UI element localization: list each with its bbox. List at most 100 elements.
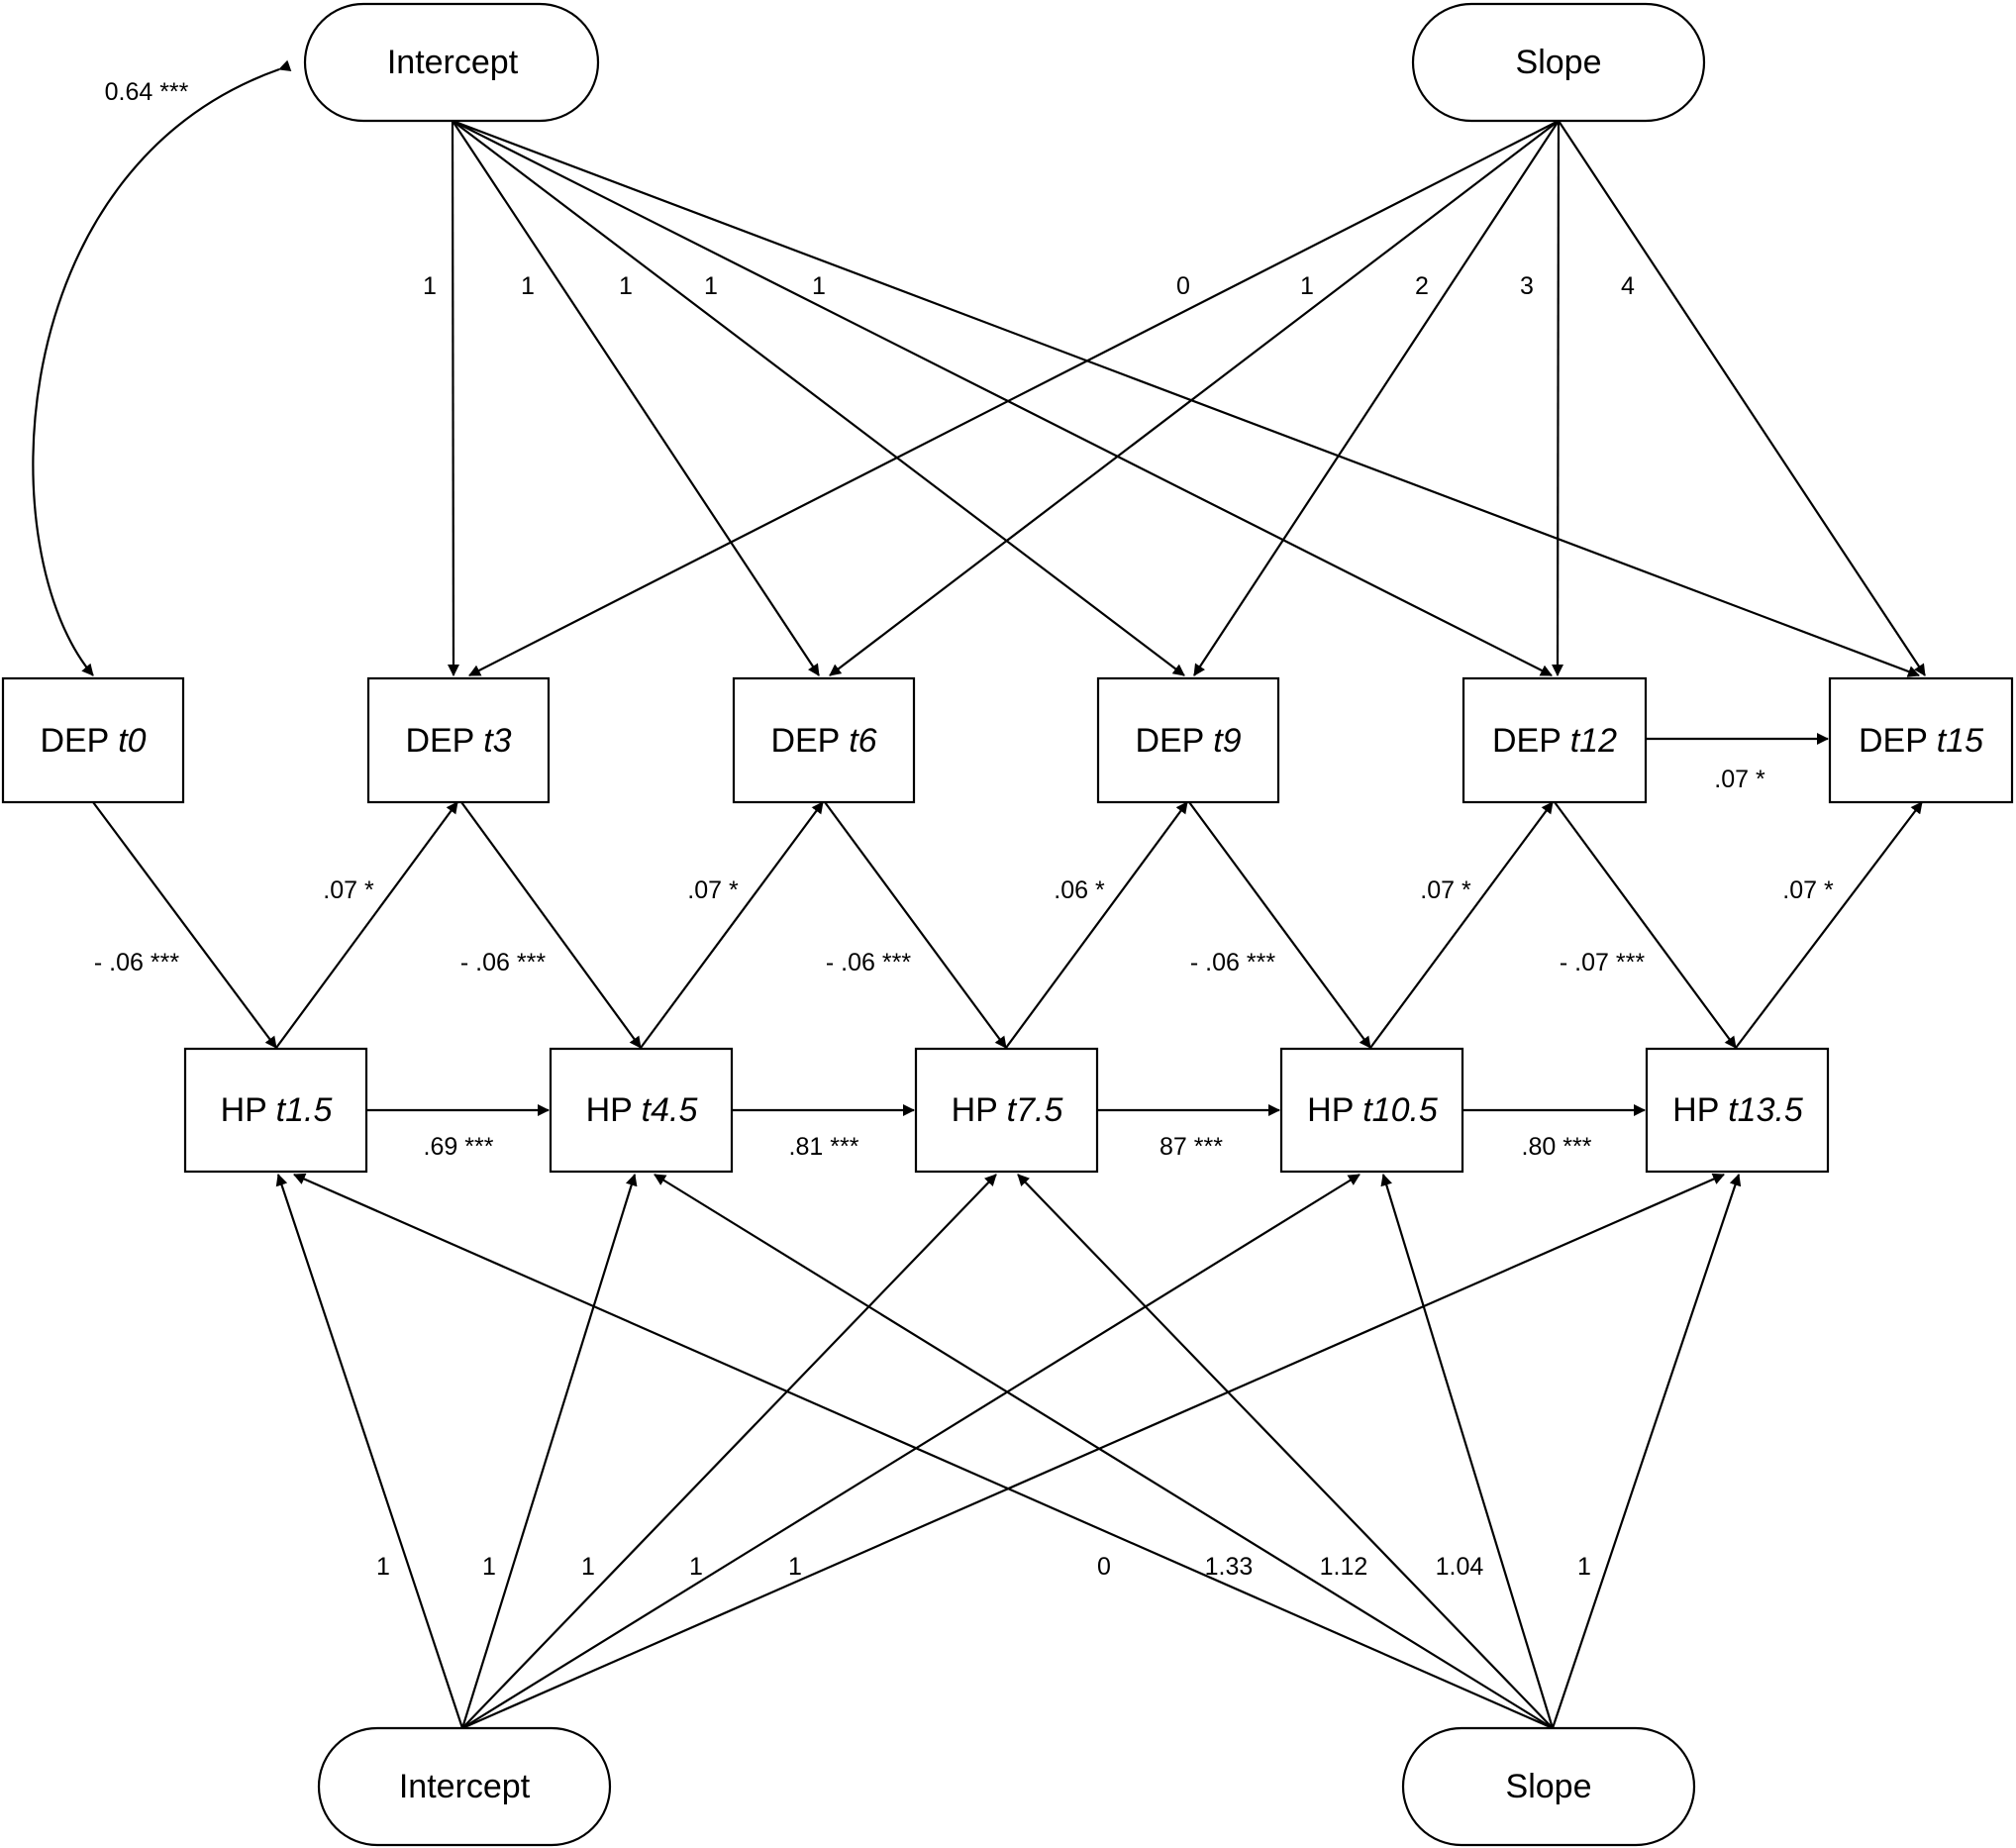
dep-to-hp-path-4 <box>1188 801 1371 1049</box>
hp-node-prefix: HP <box>952 1091 998 1129</box>
hp-to-dep-path-3 <box>1005 801 1188 1049</box>
dep-slope-loading: 1 <box>1300 272 1314 300</box>
dep-slope-label: Slope <box>1516 44 1602 81</box>
dep-slope-path-t6 <box>829 120 1560 676</box>
dep-to-hp-path-1 <box>92 801 277 1049</box>
dep-slope-loading: 4 <box>1621 272 1635 300</box>
hp-node-time: t4.5 <box>642 1091 698 1129</box>
dep-slope-path-t9 <box>1193 120 1560 676</box>
hp-intercept-loading: 1 <box>482 1553 496 1581</box>
hp-intercept-path-1 <box>275 1174 464 1729</box>
svg-text:DEP t15: DEP t15 <box>1859 722 1983 760</box>
dep-intercept-loading: 1 <box>423 272 437 300</box>
svg-text:DEP t6: DEP t6 <box>770 722 876 760</box>
hp-intercept-path-2 <box>460 1174 638 1729</box>
hp-slope-path-5 <box>1551 1174 1742 1729</box>
hp-observed-nodes: HP t1.5 HP t4.5 HP t7.5 HP t10.5 HP t13.… <box>183 1047 1830 1174</box>
covariance-label: 0.64 *** <box>105 78 189 106</box>
paths-layer <box>32 59 1926 1730</box>
dep-node-time: t15 <box>1937 722 1983 760</box>
dep-node-time: t12 <box>1570 722 1617 760</box>
hp-node-time: t1.5 <box>276 1091 333 1129</box>
hp-slope-path-4 <box>1380 1174 1555 1729</box>
dep-slope-loading: 2 <box>1415 272 1429 300</box>
hp-node-t13-5: HP t13.5 <box>1645 1047 1830 1174</box>
hp-slope-path-1 <box>293 1173 1554 1730</box>
svg-text:HP t7.5: HP t7.5 <box>952 1091 1063 1129</box>
dep-intercept-loading: 1 <box>521 272 535 300</box>
svg-text:DEP t3: DEP t3 <box>405 722 511 760</box>
dep-slope-path-t15 <box>1558 120 1926 676</box>
hp-to-dep-path-1 <box>275 801 458 1049</box>
hp-node-t7-5: HP t7.5 <box>914 1047 1099 1174</box>
hp-node-prefix: HP <box>1672 1091 1719 1129</box>
hp-ar-label: .80 *** <box>1522 1133 1592 1161</box>
dep-node-t9: DEP t9 <box>1096 676 1280 804</box>
hp-slope-loading: 1 <box>1577 1553 1591 1581</box>
dep-node-t3: DEP t3 <box>366 676 551 804</box>
svg-text:HP t1.5: HP t1.5 <box>221 1091 333 1129</box>
hp-slope-loading: 0 <box>1097 1553 1111 1581</box>
dep-intercept-path-t15 <box>452 119 1920 677</box>
dep-to-hp-label: - .06 *** <box>460 949 546 976</box>
hp-intercept-loading: 1 <box>689 1553 703 1581</box>
dep-node-prefix: DEP <box>1135 722 1203 760</box>
hp-node-time: t7.5 <box>1007 1091 1063 1129</box>
dep-slope-path-t12 <box>1552 120 1564 676</box>
hp-ar-label: .69 *** <box>424 1133 494 1161</box>
hp-to-dep-label: .07 * <box>1782 876 1834 904</box>
dep-to-hp-label: - .07 *** <box>1560 949 1645 976</box>
hp-intercept-loading: 1 <box>581 1553 595 1581</box>
dep-intercept-path-t12 <box>452 120 1553 676</box>
dep-node-prefix: DEP <box>1492 722 1561 760</box>
dep-node-t15: DEP t15 <box>1828 676 2014 804</box>
dep-node-prefix: DEP <box>40 722 108 760</box>
dep-to-hp-label: - .06 *** <box>1190 949 1275 976</box>
dep-to-hp-path-2 <box>460 801 642 1049</box>
dep-slope-node: Slope <box>1411 2 1706 123</box>
dep-intercept-path-t6 <box>452 120 820 676</box>
dep-intercept-loading: 1 <box>812 272 826 300</box>
svg-text:DEP t9: DEP t9 <box>1135 722 1241 760</box>
dep-intercept-node: Intercept <box>303 2 600 123</box>
dep-slope-loading: 0 <box>1176 272 1190 300</box>
svg-text:HP t13.5: HP t13.5 <box>1672 1091 1803 1129</box>
dep-ar-label: .07 * <box>1714 766 1765 793</box>
hp-ar-label: 87 *** <box>1159 1133 1223 1161</box>
hp-to-dep-label: .06 * <box>1054 876 1105 904</box>
hp-slope-loading: 1.04 <box>1436 1553 1484 1581</box>
hp-slope-node: Slope <box>1401 1726 1696 1847</box>
hp-to-dep-path-5 <box>1735 801 1923 1049</box>
dep-node-time: t6 <box>849 722 876 760</box>
dep-node-prefix: DEP <box>1859 722 1927 760</box>
dep-node-t0: DEP t0 <box>1 676 185 804</box>
svg-text:HP t4.5: HP t4.5 <box>586 1091 698 1129</box>
hp-to-dep-path-2 <box>640 801 824 1049</box>
hp-node-prefix: HP <box>221 1091 267 1129</box>
hp-slope-loading: 1.33 <box>1205 1553 1254 1581</box>
svg-text:HP t10.5: HP t10.5 <box>1307 1091 1438 1129</box>
dep-node-time: t9 <box>1213 722 1241 760</box>
latent-nodes: Intercept Slope Intercept Slope <box>303 2 1706 1847</box>
hp-node-t1-5: HP t1.5 <box>183 1047 368 1174</box>
covariance-path <box>32 59 292 676</box>
hp-slope-path-2 <box>654 1174 1554 1729</box>
dep-observed-nodes: DEP t0 DEP t3 DEP t6 DEP t9 DEP t12 DEP … <box>1 676 2014 804</box>
hp-to-dep-label: .07 * <box>323 876 374 904</box>
hp-intercept-node: Intercept <box>317 1726 612 1847</box>
dep-to-hp-path-5 <box>1554 801 1737 1049</box>
hp-slope-path-3 <box>1017 1174 1554 1729</box>
hp-intercept-path-4 <box>461 1174 1361 1729</box>
dep-intercept-path-t3 <box>447 120 459 676</box>
dep-intercept-path-t9 <box>452 120 1185 676</box>
dep-to-hp-label: - .06 *** <box>94 949 179 976</box>
hp-to-dep-path-4 <box>1369 801 1554 1049</box>
coefficient-labels: 0.64 *** 1 1 1 1 1 0 1 2 3 4 - .06 *** -… <box>94 78 1834 1581</box>
hp-to-dep-label: .07 * <box>687 876 739 904</box>
dep-to-hp-path-3 <box>824 801 1007 1049</box>
hp-node-prefix: HP <box>586 1091 633 1129</box>
hp-node-prefix: HP <box>1307 1091 1354 1129</box>
hp-to-dep-label: .07 * <box>1420 876 1471 904</box>
dep-slope-path-t3 <box>468 120 1560 676</box>
